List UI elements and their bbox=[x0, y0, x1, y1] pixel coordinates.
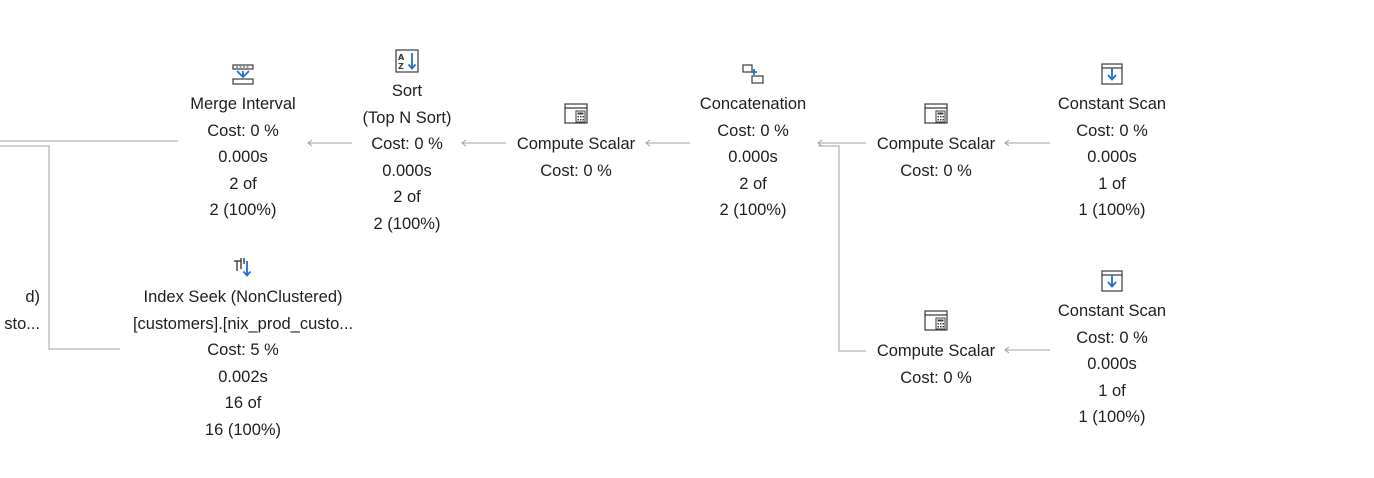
operator-rows-pct: 1 (100%) bbox=[1078, 201, 1146, 219]
operator-cost: Cost: 5 % bbox=[207, 341, 279, 359]
operator-rows: 2 of bbox=[393, 188, 421, 206]
svg-text:Z: Z bbox=[398, 62, 404, 71]
operator-rows: 1 of bbox=[1098, 381, 1126, 400]
operator-name: Compute Scalar bbox=[876, 342, 996, 360]
operator-line: sto... bbox=[4, 314, 40, 333]
arrowhead-compute1 bbox=[645, 139, 651, 147]
svg-text:A: A bbox=[398, 53, 405, 62]
operator-rows: 2 of bbox=[229, 174, 257, 193]
operator-cost: Cost: 0 % bbox=[540, 161, 612, 180]
operator-name: Sort bbox=[391, 82, 423, 100]
operator-line: d) bbox=[25, 288, 40, 306]
operator-rows: 16 of bbox=[224, 394, 262, 412]
operator-name: Compute Scalar bbox=[516, 135, 636, 153]
operator-compute-scalar-2[interactable]: Compute Scalar Cost: 0 % bbox=[861, 101, 1011, 184]
arrowhead-sort bbox=[461, 139, 467, 147]
operator-rows: 2 of bbox=[739, 174, 767, 193]
operator-partial-left[interactable]: d) sto... bbox=[0, 284, 40, 337]
operator-merge-interval[interactable]: Merge Interval Cost: 0 % 0.000s 2 of 2 (… bbox=[163, 61, 323, 224]
operator-time: 0.000s bbox=[1087, 355, 1137, 373]
operator-rows-pct: 2 (100%) bbox=[719, 201, 787, 219]
operator-rows-pct: 1 (100%) bbox=[1078, 408, 1146, 426]
concatenation-icon bbox=[740, 61, 766, 87]
operator-time: 0.000s bbox=[728, 148, 778, 166]
operator-rows-pct: 16 (100%) bbox=[204, 420, 282, 439]
compute-scalar-icon bbox=[923, 101, 949, 127]
operator-cost: Cost: 0 % bbox=[1076, 328, 1148, 347]
operator-name: Concatenation bbox=[699, 95, 807, 113]
operator-compute-scalar-1[interactable]: Compute Scalar Cost: 0 % bbox=[501, 101, 651, 184]
operator-subtitle: (Top N Sort) bbox=[362, 108, 452, 127]
operator-object: [customers].[nix_prod_custo... bbox=[132, 314, 354, 333]
operator-time: 0.002s bbox=[218, 367, 268, 386]
compute-scalar-icon bbox=[563, 101, 589, 127]
operator-cost: Cost: 0 % bbox=[371, 135, 443, 153]
arrowhead-compute3 bbox=[1004, 346, 1010, 354]
operator-name: Constant Scan bbox=[1057, 95, 1167, 113]
edge-compute3-to-concat bbox=[818, 145, 866, 352]
operator-compute-scalar-3[interactable]: Compute Scalar Cost: 0 % bbox=[861, 308, 1011, 391]
arrowhead-compute2 bbox=[1004, 139, 1010, 147]
index-seek-icon bbox=[230, 254, 256, 280]
operator-name: Merge Interval bbox=[190, 95, 296, 113]
operator-sort[interactable]: A Z Sort (Top N Sort) Cost: 0 % 0.000s 2… bbox=[337, 48, 477, 237]
operator-cost: Cost: 0 % bbox=[900, 368, 972, 387]
operator-concatenation[interactable]: Concatenation Cost: 0 % 0.000s 2 of 2 (1… bbox=[683, 61, 823, 224]
operator-constant-scan-2[interactable]: Constant Scan Cost: 0 % 0.000s 1 of 1 (1… bbox=[1042, 268, 1182, 431]
operator-index-seek[interactable]: Index Seek (NonClustered) [customers].[n… bbox=[118, 254, 368, 443]
operator-rows: 1 of bbox=[1098, 174, 1126, 193]
operator-rows-pct: 2 (100%) bbox=[209, 201, 277, 219]
operator-time: 0.000s bbox=[382, 161, 432, 180]
operator-time: 0.000s bbox=[218, 148, 268, 166]
operator-constant-scan-1[interactable]: Constant Scan Cost: 0 % 0.000s 1 of 1 (1… bbox=[1042, 61, 1182, 224]
operator-name: Index Seek (NonClustered) bbox=[143, 288, 343, 306]
operator-cost: Cost: 0 % bbox=[207, 121, 279, 140]
operator-time: 0.000s bbox=[1087, 148, 1137, 166]
compute-scalar-icon bbox=[923, 308, 949, 334]
operator-name: Compute Scalar bbox=[876, 135, 996, 153]
edge-left-to-index-seek bbox=[0, 145, 120, 350]
constant-scan-icon bbox=[1099, 61, 1125, 87]
operator-rows-pct: 2 (100%) bbox=[373, 214, 441, 233]
constant-scan-icon bbox=[1099, 268, 1125, 294]
operator-name: Constant Scan bbox=[1057, 302, 1167, 320]
operator-cost: Cost: 0 % bbox=[1076, 121, 1148, 140]
sort-icon: A Z bbox=[394, 48, 420, 74]
operator-cost: Cost: 0 % bbox=[717, 121, 789, 140]
merge-interval-icon bbox=[230, 61, 256, 87]
arrowhead-concat-top bbox=[817, 139, 823, 147]
arrowhead-merge bbox=[307, 139, 313, 147]
operator-cost: Cost: 0 % bbox=[900, 161, 972, 180]
